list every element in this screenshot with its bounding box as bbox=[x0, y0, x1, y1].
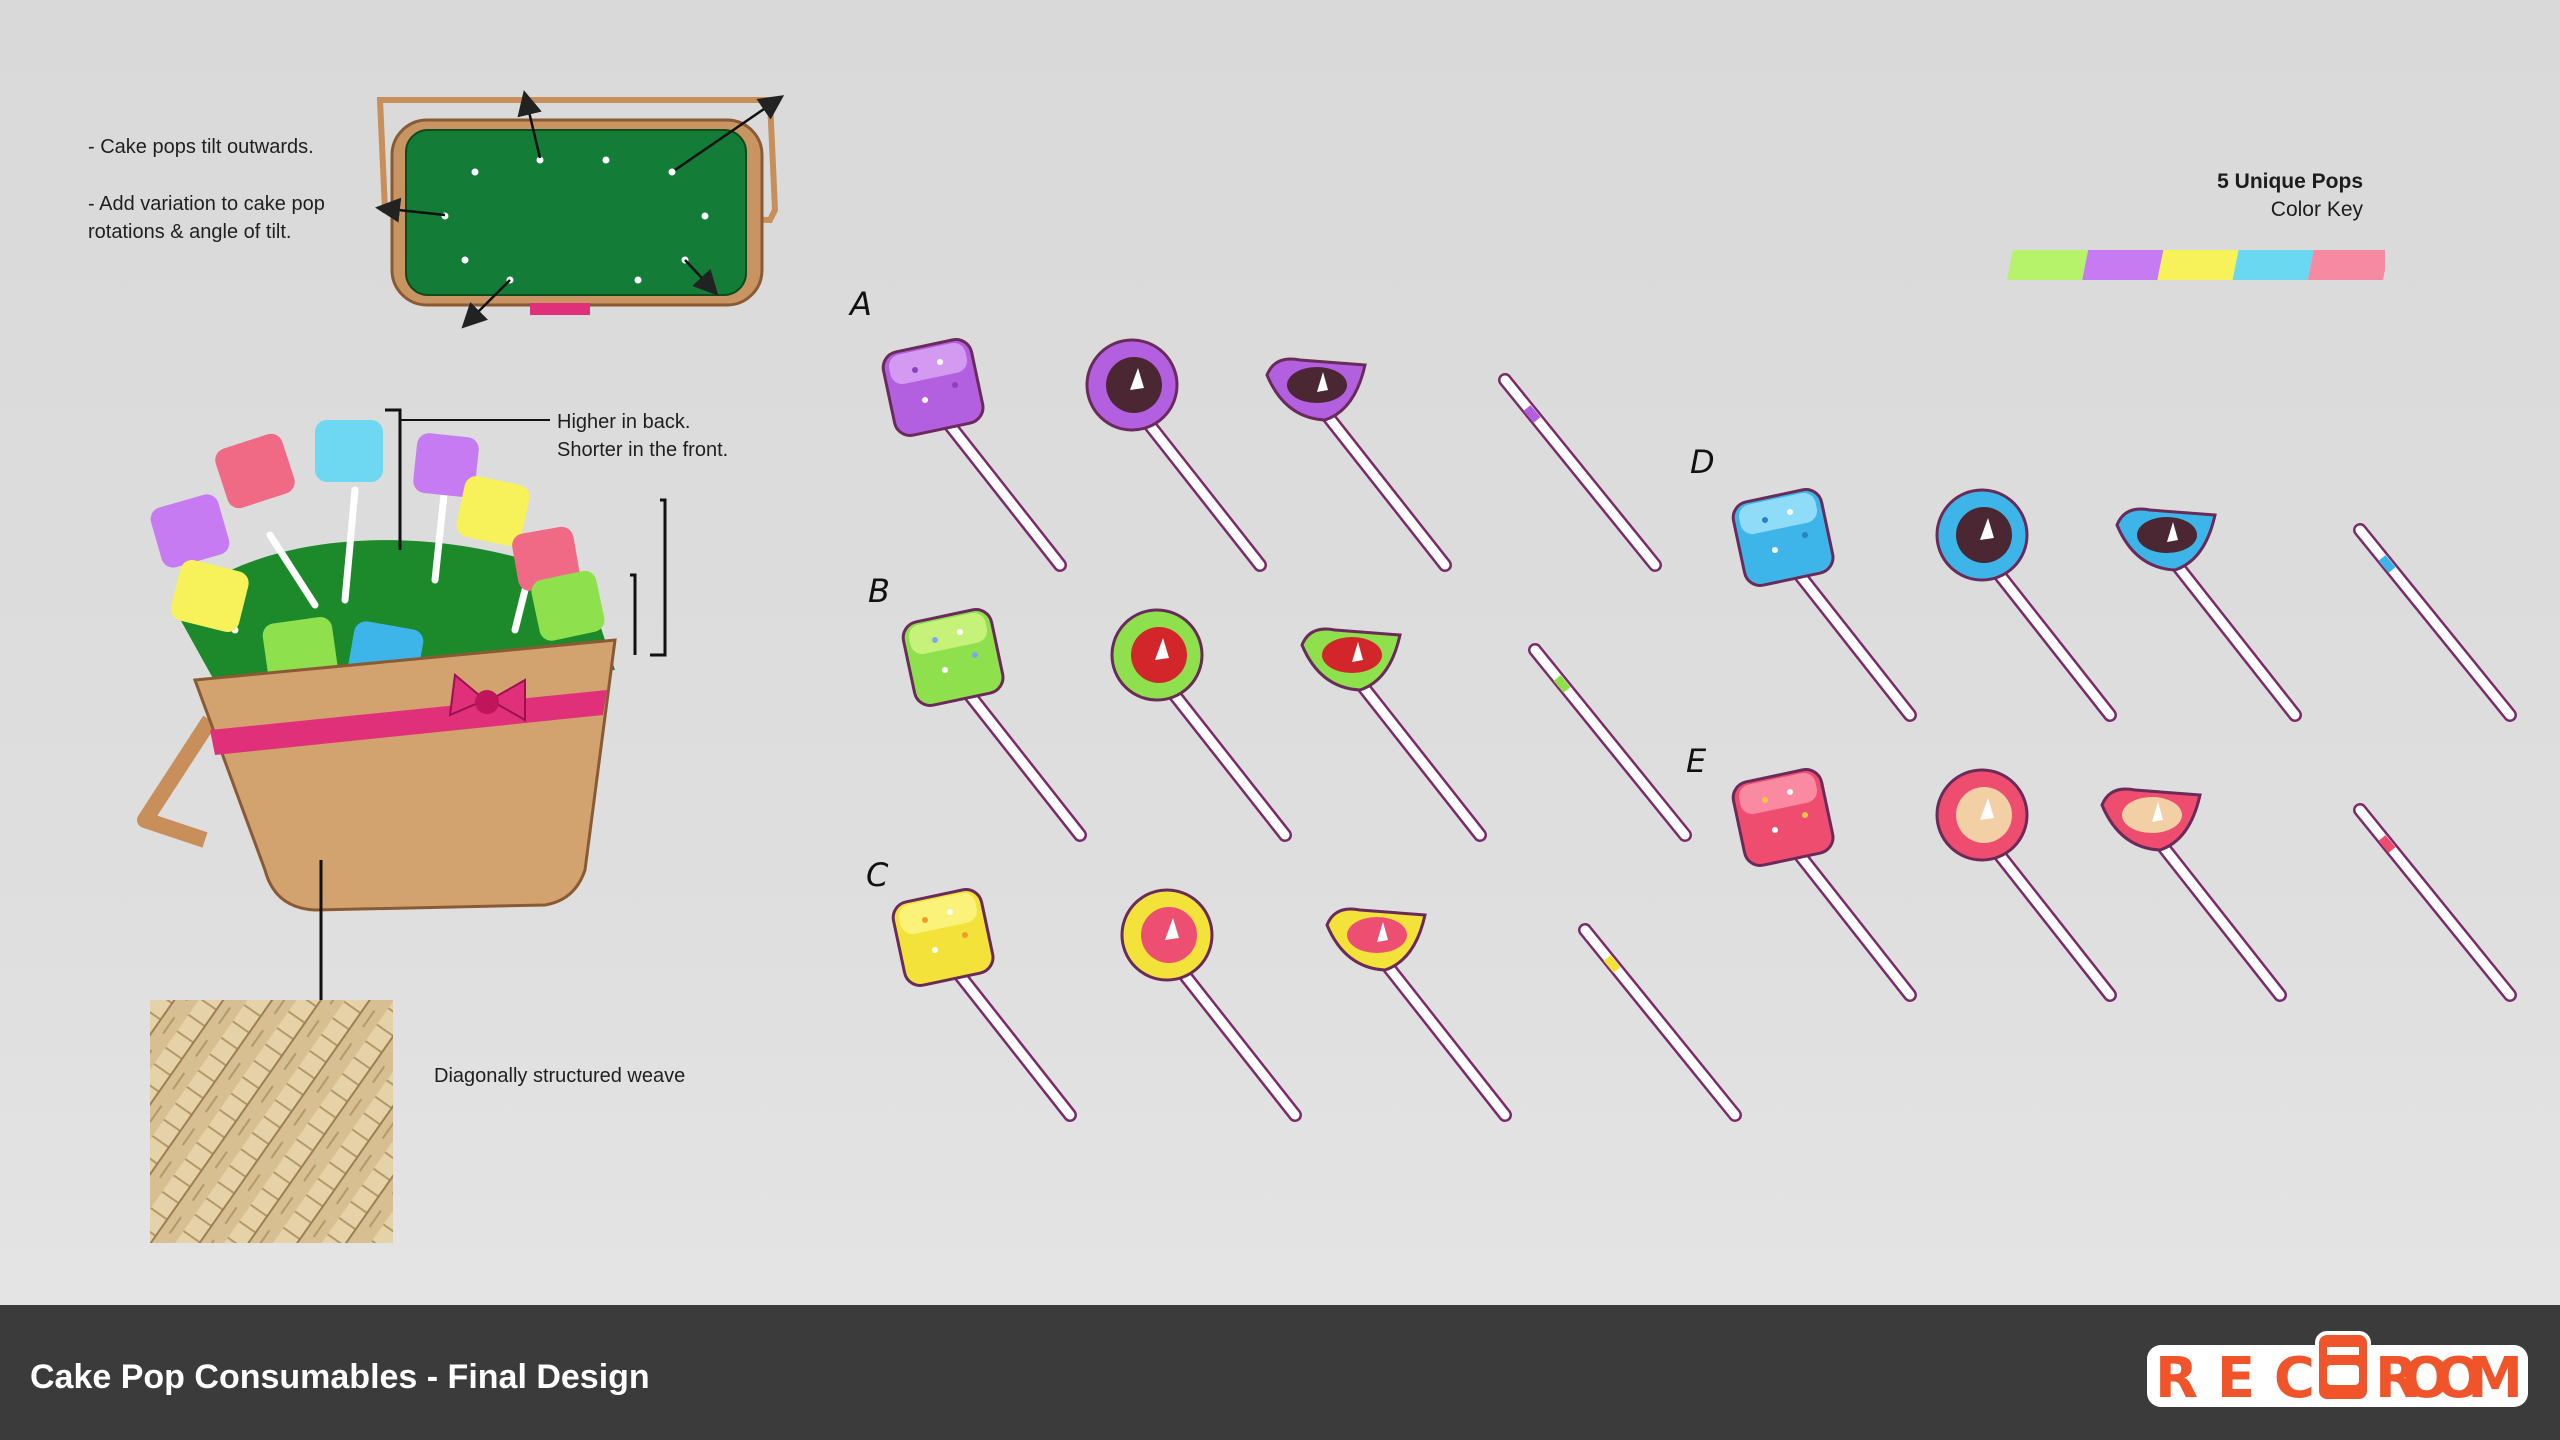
cake-pop-half bbox=[1300, 627, 1487, 842]
svg-text:REC: REC bbox=[2155, 1346, 2315, 1411]
cake-pop-half bbox=[2115, 507, 2302, 722]
basket-illustration bbox=[137, 420, 617, 912]
pop-row-letter: A bbox=[850, 285, 872, 323]
cake-pop-bitten bbox=[1935, 488, 2117, 722]
cake-pop-stick bbox=[1498, 373, 1662, 572]
height-bracket bbox=[385, 408, 667, 657]
cake-pop-half bbox=[1265, 357, 1452, 572]
cake-pop-bitten bbox=[1935, 768, 2117, 1002]
weave-texture bbox=[150, 1000, 393, 1243]
cake-pop-stick bbox=[2353, 803, 2517, 1002]
cake-pop-whole bbox=[881, 338, 1067, 572]
rec-room-logo: REC ROOM bbox=[2147, 1331, 2528, 1411]
cake-pop-bitten bbox=[1120, 888, 1302, 1122]
tilt-arrows bbox=[375, 90, 785, 329]
footer-bar bbox=[0, 1305, 2560, 1440]
color-key-swatch bbox=[2007, 250, 2089, 280]
cake-pop-half bbox=[2100, 787, 2287, 1002]
cake-pop-whole bbox=[891, 888, 1077, 1122]
cake-pop-whole bbox=[1731, 768, 1917, 1002]
basket-top-view-diagram bbox=[375, 90, 785, 329]
color-key-swatch bbox=[2232, 250, 2314, 280]
cake-pop-half bbox=[1325, 907, 1512, 1122]
weave-leader-line bbox=[319, 860, 323, 1020]
cake-pop-whole bbox=[1731, 488, 1917, 722]
color-key-subtitle: Color Key bbox=[2270, 198, 2363, 221]
cake-pop-bitten bbox=[1110, 608, 1292, 842]
tilt-note: - Cake pops tilt outwards. bbox=[88, 136, 314, 158]
stick-position-dots bbox=[441, 156, 709, 284]
pop-row-letter: D bbox=[1690, 443, 1715, 481]
pop-row-letter: C bbox=[866, 856, 889, 894]
color-key-swatch bbox=[2307, 250, 2385, 280]
weave-note: Diagonally structured weave bbox=[434, 1065, 686, 1087]
cake-pop-stick bbox=[2353, 523, 2517, 722]
cake-pop-stick bbox=[1578, 923, 1742, 1122]
cake-pop-whole bbox=[901, 608, 1087, 842]
color-key-swatch bbox=[2082, 250, 2164, 280]
height-note: Higher in back. Shorter in the front. bbox=[557, 411, 729, 461]
cake-pop-bitten bbox=[1085, 338, 1267, 572]
color-key-swatch bbox=[2157, 250, 2239, 280]
svg-text:ROOM: ROOM bbox=[2375, 1346, 2523, 1411]
color-key-swatches bbox=[2007, 250, 2385, 280]
basket-cake-pops bbox=[150, 420, 605, 695]
variation-note: - Add variation to cake pop rotations & … bbox=[88, 193, 325, 243]
pop-row-letter: B bbox=[868, 572, 890, 610]
color-key-title: 5 Unique Pops bbox=[2217, 170, 2363, 193]
footer-title: Cake Pop Consumables - Final Design bbox=[30, 1358, 650, 1396]
pop-row-letter: E bbox=[1686, 742, 1707, 780]
cake-pop-stick bbox=[1528, 643, 1692, 842]
